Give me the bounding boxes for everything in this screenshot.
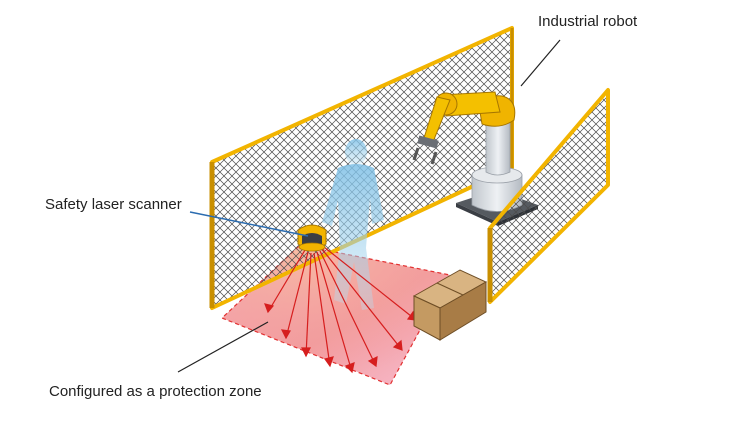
robot-leader-line	[520, 39, 561, 87]
protection-zone	[220, 244, 451, 386]
cardboard-box-icon	[412, 269, 488, 341]
right-fence	[487, 88, 610, 304]
industrial-robot-label: Industrial robot	[538, 13, 638, 30]
safety-laser-scanner-icon	[297, 224, 327, 252]
industrial-robot-arm-icon	[412, 91, 538, 226]
zone-leader-line	[177, 321, 269, 373]
laser-beams	[264, 246, 417, 374]
protection-zone-label: Configured as a protection zone	[49, 383, 262, 400]
scanner-leader-line	[189, 211, 309, 237]
safety-laser-scanner-label: Safety laser scanner	[45, 196, 182, 213]
person-silhouette-icon	[322, 139, 384, 310]
